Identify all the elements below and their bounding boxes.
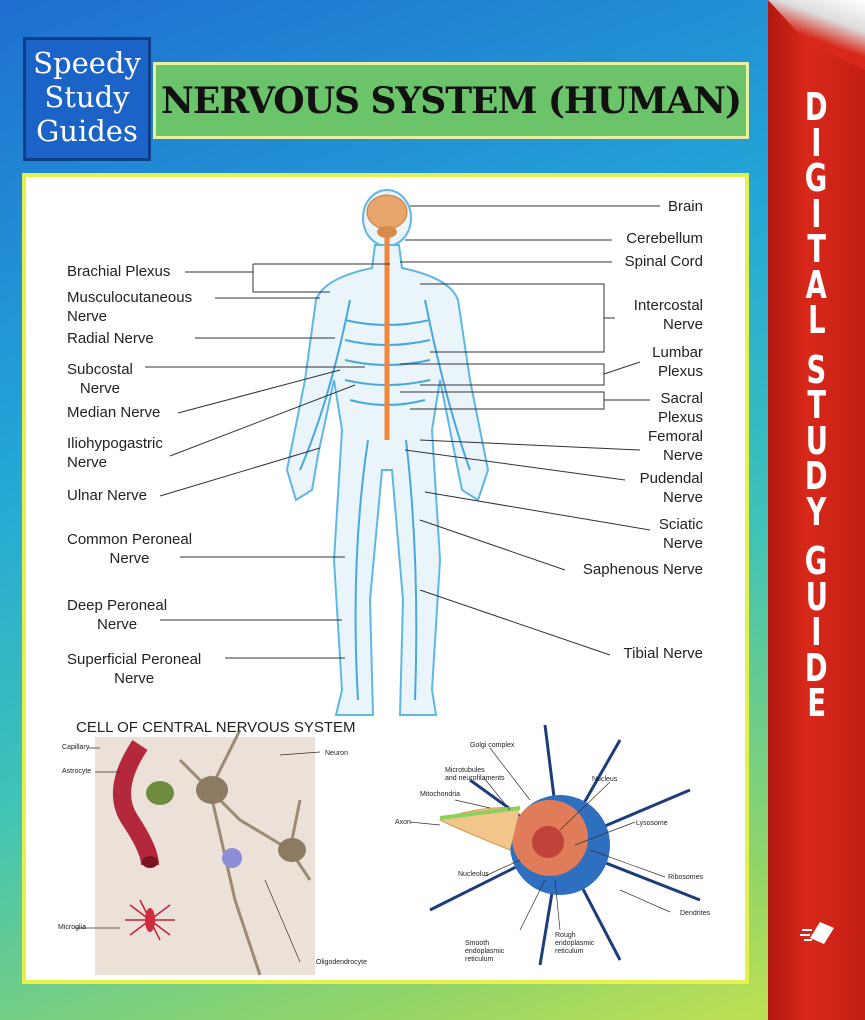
label-lumbar-plexus: Lumbar Plexus xyxy=(652,344,703,380)
label-saphenous-nerve: Saphenous Nerve xyxy=(582,561,703,578)
label-pudendal-nerve: Pudendal Nerve xyxy=(639,470,703,506)
label-tibial-nerve: Tibial Nerve xyxy=(623,645,703,662)
label-astrocyte: Astrocyte xyxy=(62,768,92,775)
spine-letter: U xyxy=(805,574,828,619)
label-oligodendrocyte: Oligodendrocyte xyxy=(316,959,367,966)
label-lysosome: Lysosome xyxy=(636,820,668,827)
book-title: NERVOUS SYSTEM (HUMAN) xyxy=(153,62,749,139)
spine-letter: G xyxy=(805,156,828,200)
label-deep-peroneal-nerve: Deep Peroneal Nerve xyxy=(67,597,168,633)
label-microtubules: Microtubules and neurofilaments xyxy=(445,767,505,782)
label-brachial-plexus: Brachial Plexus xyxy=(67,263,171,280)
spine-letter: I xyxy=(811,120,822,165)
label-smooth-er: Smooth endoplasmic reticulum xyxy=(465,940,505,963)
spine-letter: S xyxy=(806,347,827,392)
label-ulnar-nerve: Ulnar Nerve xyxy=(67,487,148,504)
label-golgi-complex: Golgi complex xyxy=(470,742,515,749)
spine-letter: A xyxy=(805,262,828,307)
spine-letter: E xyxy=(807,681,826,725)
label-sciatic-nerve: Sciatic Nerve xyxy=(658,516,703,552)
label-sacral-plexus: Sacral Plexus xyxy=(657,390,703,426)
label-superficial-peroneal-nerve: Superficial Peroneal Nerve xyxy=(67,651,202,687)
spine-letter: I xyxy=(811,191,822,236)
label-cerebellum: Cerebellum xyxy=(626,230,703,247)
label-iliohypogastric-nerve: Iliohypogastric Nerve xyxy=(67,435,163,471)
spine-letter: T xyxy=(807,383,826,427)
label-axon: Axon xyxy=(395,819,411,826)
cns-cell-title: CELL OF CENTRAL NERVOUS SYSTEM xyxy=(76,719,356,736)
spine-letter: D xyxy=(805,454,828,498)
logo-line: Study xyxy=(44,80,130,114)
label-ribosomes: Ribosomes xyxy=(668,874,704,881)
logo-line: Guides xyxy=(36,114,138,148)
logo-line: Speedy xyxy=(33,46,141,80)
spine-letter: U xyxy=(805,418,828,463)
label-rough-er: Rough endoplasmic reticulum xyxy=(555,932,595,955)
label-common-peroneal-nerve: Common Peroneal Nerve xyxy=(67,531,193,567)
spine-letter: D xyxy=(805,645,828,690)
label-musculocutaneous-nerve: Musculocutaneous Nerve xyxy=(67,289,193,325)
publisher-book-icon xyxy=(800,922,834,944)
spine-letter: G xyxy=(805,539,828,583)
label-microglia: Microglia xyxy=(58,924,87,931)
label-capillary: Capillary xyxy=(62,744,90,751)
label-radial-nerve: Radial Nerve xyxy=(67,330,154,347)
label-dendrites: Dendrites xyxy=(680,910,710,917)
label-neuron: Neuron xyxy=(325,750,348,757)
label-subcostal-nerve: Subcostal Nerve xyxy=(67,361,133,397)
spine-letter: D xyxy=(805,85,828,129)
label-femoral-nerve: Femoral Nerve xyxy=(647,428,703,464)
spine-letter: I xyxy=(811,610,822,654)
spine-letter: L xyxy=(807,298,826,342)
label-mitochondria: Mitochondria xyxy=(420,791,461,798)
spine-letter: T xyxy=(807,227,826,271)
label-nucleolus: Nucleolus xyxy=(458,871,489,878)
label-brain: Brain xyxy=(667,198,703,215)
publisher-logo: Speedy Study Guides xyxy=(23,37,151,161)
label-intercostal-nerve: Intercostal Nerve xyxy=(633,297,703,333)
spine-letter: Y xyxy=(806,489,827,534)
label-spinal-cord: Spinal Cord xyxy=(624,253,703,270)
label-nucleus: Nucleus xyxy=(592,776,618,783)
label-median-nerve: Median Nerve xyxy=(67,404,161,421)
book-spine xyxy=(768,0,865,1020)
